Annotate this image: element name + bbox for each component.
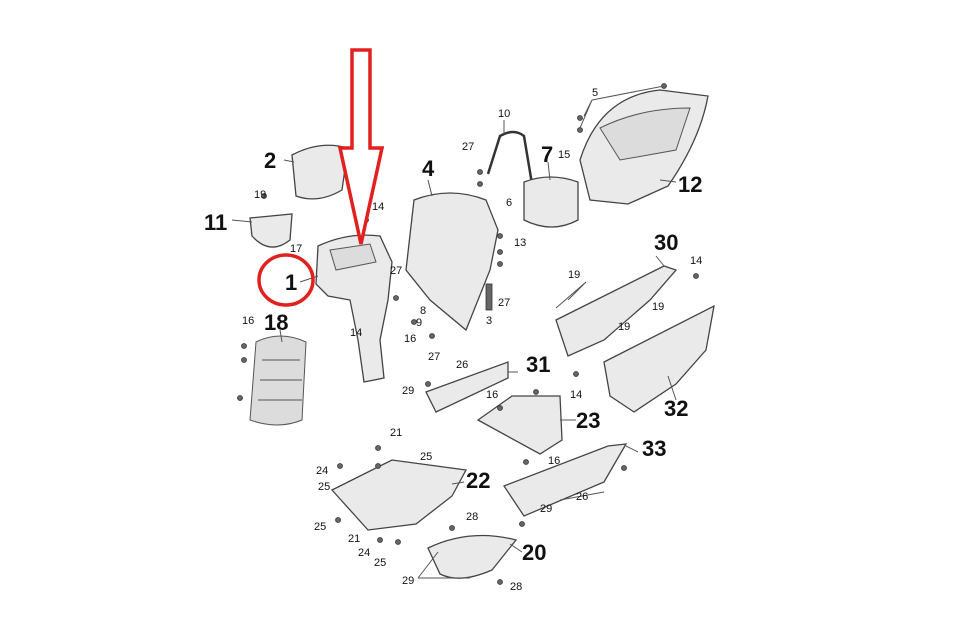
part-7-cover — [523, 176, 579, 228]
label-14-b: 14 — [350, 327, 362, 339]
label-part-4: 4 — [422, 156, 435, 181]
label-10: 10 — [498, 108, 510, 120]
label-29-a: 29 — [402, 385, 414, 397]
label-part-11: 11 — [204, 210, 227, 235]
label-part-20: 20 — [522, 540, 546, 565]
label-28-b: 28 — [510, 581, 522, 593]
part-32-side-cover — [603, 304, 715, 413]
leader-lines — [231, 85, 677, 579]
label-3: 3 — [486, 315, 492, 327]
label-part-23: 23 — [576, 408, 600, 433]
label-19-a: 19 — [254, 189, 266, 201]
label-16-b: 16 — [404, 333, 416, 345]
label-8: 8 — [420, 305, 426, 317]
label-part-2: 2 — [264, 148, 276, 173]
label-27-b: 27 — [390, 265, 402, 277]
label-part-12: 12 — [678, 172, 702, 197]
label-6: 6 — [506, 197, 512, 209]
callout-labels: 3 5 6 8 9 10 13 14 14 14 14 15 16 16 16 … — [242, 87, 702, 593]
highlight-circle — [257, 253, 315, 307]
grille-slats — [258, 359, 302, 401]
highlight-arrow — [337, 48, 385, 245]
label-14-c: 14 — [690, 255, 702, 267]
label-part-32: 32 — [664, 396, 688, 421]
label-16-a: 16 — [242, 315, 254, 327]
part-23-footrest — [476, 395, 563, 455]
part-1-headlight-opening — [329, 243, 377, 271]
part-number-labels: 1 2 4 7 11 12 18 20 22 23 30 31 32 33 — [204, 142, 702, 565]
label-27-c: 27 — [498, 297, 510, 309]
part-10-handle — [486, 130, 534, 185]
label-part-30: 30 — [654, 230, 678, 255]
label-26-a: 26 — [456, 359, 468, 371]
label-27-d: 27 — [428, 351, 440, 363]
label-19-d: 19 — [618, 321, 630, 333]
part-1-front-shield — [315, 234, 393, 383]
label-15: 15 — [558, 149, 570, 161]
label-24-a: 24 — [316, 465, 328, 477]
part-11-emblem — [249, 213, 293, 248]
label-17: 17 — [290, 243, 302, 255]
label-25-d: 25 — [374, 557, 386, 569]
part-4-inner-shield — [405, 192, 499, 332]
label-14-d: 14 — [570, 389, 582, 401]
label-part-31: 31 — [526, 352, 550, 377]
label-9: 9 — [416, 317, 422, 329]
label-part-33: 33 — [642, 436, 666, 461]
label-25-b: 25 — [420, 451, 432, 463]
label-21-b: 21 — [348, 533, 360, 545]
label-part-1: 1 — [285, 270, 297, 295]
part-31-side-panel — [425, 361, 509, 413]
label-25-a: 25 — [318, 481, 330, 493]
label-29-b: 29 — [540, 503, 552, 515]
label-19-c: 19 — [652, 301, 664, 313]
label-19-b: 19 — [568, 269, 580, 281]
part-20-belly-pan — [427, 534, 518, 579]
part-33-lower-rail — [503, 443, 628, 517]
label-part-7: 7 — [541, 142, 553, 167]
label-29-c: 29 — [402, 575, 414, 587]
fasteners — [237, 83, 699, 585]
label-26-b: 26 — [576, 491, 588, 503]
label-27-a: 27 — [462, 141, 474, 153]
label-25-c: 25 — [314, 521, 326, 533]
label-24-b: 24 — [358, 547, 370, 559]
label-21-a: 21 — [390, 427, 402, 439]
label-28-a: 28 — [466, 511, 478, 523]
label-part-22: 22 — [466, 468, 490, 493]
label-14-a: 14 — [372, 201, 384, 213]
part-22-floor-panel — [330, 459, 468, 531]
label-16-d: 16 — [548, 455, 560, 467]
label-part-18: 18 — [264, 310, 288, 335]
label-5: 5 — [592, 87, 598, 99]
part-2-windscreen — [291, 144, 349, 200]
storage-bin-inner — [599, 107, 691, 161]
label-16-c: 16 — [486, 389, 498, 401]
label-13: 13 — [514, 237, 526, 249]
